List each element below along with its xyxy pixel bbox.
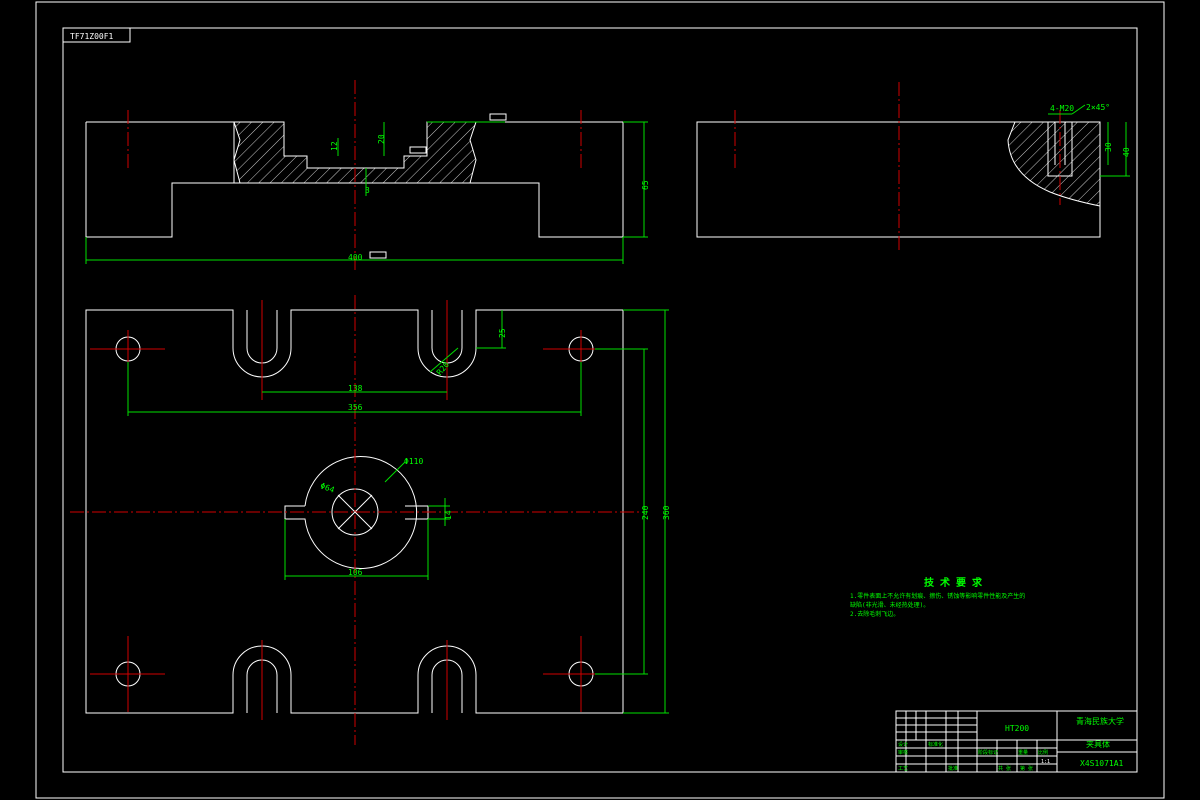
side-view: 4-M20 2×45° 30 40 <box>696 82 1131 252</box>
tb-r2-2: 标准化 <box>928 741 943 748</box>
dim-inner-height: 240 <box>641 505 650 520</box>
dim-center-dia: Φ110 <box>404 457 423 466</box>
dim-slot-bottom: 3 <box>365 186 370 195</box>
tb-r4-5: 第 张 <box>1020 765 1033 772</box>
side-section-hatch <box>1007 121 1101 207</box>
tb-r4-4: 共 张 <box>998 765 1011 772</box>
dim-slot-depth: 20 <box>377 134 386 144</box>
front-right-block <box>476 121 624 238</box>
dim-key-width: 14 <box>444 510 453 520</box>
tb-r4-2: 批准 <box>948 765 958 772</box>
tech-line-3: 2.去除毛刺飞边。 <box>850 610 899 618</box>
tech-line-2: 缺陷(非光滑、未经热处理)。 <box>850 601 929 609</box>
dim-center-inner: Φ64 <box>319 481 336 494</box>
dim-hole-spacing: 356 <box>348 403 363 412</box>
tb-scale: 1:1 <box>1041 759 1050 765</box>
dim-slot-small: 12 <box>330 141 339 151</box>
tb-r2-6: 比例 <box>1038 749 1048 756</box>
dim-outer-height: 360 <box>662 505 671 520</box>
tech-requirements: 技 术 要 求 1.零件表面上不允许有划痕、擦伤、锈蚀等影响零件性能及产生的 缺… <box>850 576 1025 618</box>
code-stamp: TF71Z00F1 <box>70 32 114 41</box>
code-stamp-box <box>62 27 131 43</box>
title-block: HT200 青海民族大学 夹具体 X4S1071A1 1:1 设计 标准化 阶段… <box>895 710 1138 773</box>
dim-side-chamfer: 2×45° <box>1086 103 1110 112</box>
dim-side-dia: 4-M20 <box>1050 104 1074 113</box>
dim-top-height: 65 <box>641 180 650 190</box>
dim-key-length: 106 <box>348 568 363 577</box>
tb-r2-0: 设计 <box>898 741 908 748</box>
front-view: 400 65 20 12 3 <box>85 80 650 270</box>
tech-heading: 技 术 要 求 <box>924 576 983 589</box>
tb-drawing-no: X4S1071A1 <box>1080 759 1124 768</box>
sheet-inner-border <box>62 27 1138 773</box>
plan-view: 138 356 25 R20 Φ110 Φ64 14 106 240 360 <box>70 295 671 745</box>
tb-r2-4: 阶段标记 <box>978 749 998 756</box>
dim-side-depth1: 30 <box>1104 142 1113 152</box>
dim-slot-height: 25 <box>498 328 507 338</box>
tb-part-name: 夹具体 <box>1086 739 1110 749</box>
tb-r4-0: 工艺 <box>898 766 908 772</box>
dim-top-length: 400 <box>348 253 363 262</box>
dim-slot-spacing: 138 <box>348 384 363 393</box>
center-boss <box>284 456 418 569</box>
sheet-outer-border <box>35 1 1165 799</box>
front-left-block <box>85 121 235 238</box>
dim-side-depth2: 40 <box>1122 147 1131 157</box>
tb-r3-0: 审核 <box>898 749 908 756</box>
tech-line-1: 1.零件表面上不允许有划痕、擦伤、锈蚀等影响零件性能及产生的 <box>850 592 1025 600</box>
tb-material: HT200 <box>1005 724 1029 733</box>
tb-school: 青海民族大学 <box>1076 716 1124 726</box>
tb-r2-5: 重量 <box>1018 749 1028 756</box>
